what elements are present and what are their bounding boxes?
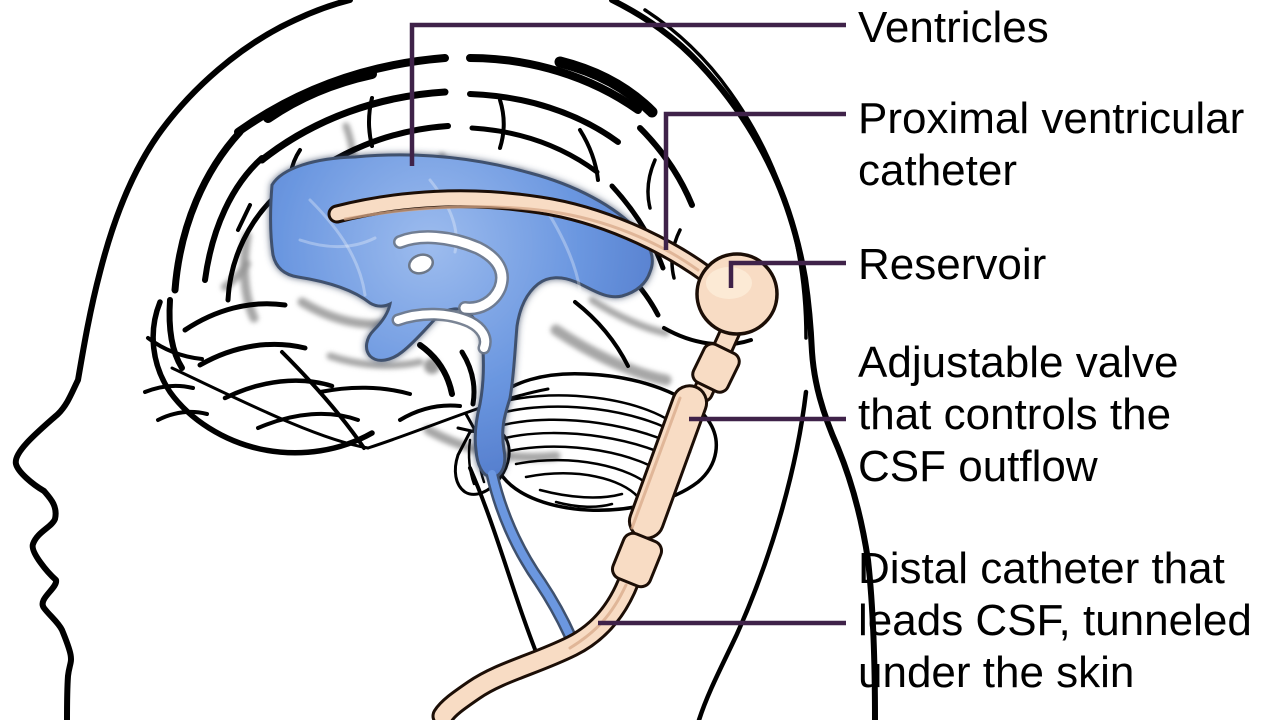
label-reservoir: Reservoir bbox=[858, 240, 1047, 289]
spinal-csf-path bbox=[488, 470, 575, 642]
leader-line-ventricles bbox=[409, 22, 846, 166]
label-adjustable-valve: Adjustable valve that controls the CSF o… bbox=[858, 338, 1179, 491]
leader-line-reservoir bbox=[728, 260, 846, 288]
foramen-cutout bbox=[408, 253, 434, 275]
valve-lower-collar bbox=[610, 531, 664, 589]
thalamus-cutout bbox=[395, 232, 507, 313]
label-ventricles: Ventricles bbox=[858, 3, 1049, 52]
distal-catheter-tube bbox=[434, 563, 641, 720]
leader-lines bbox=[409, 22, 846, 626]
leader-line-proximal-catheter bbox=[663, 111, 846, 250]
ventricular-system bbox=[269, 153, 654, 645]
nape-inner-line bbox=[696, 389, 809, 720]
label-proximal-catheter: Proximal ventricular catheter bbox=[858, 94, 1245, 195]
brainstem-marks bbox=[398, 342, 478, 434]
cranium-back-outline bbox=[609, 0, 878, 720]
head-outline bbox=[12, 0, 878, 720]
label-distal-catheter: Distal catheter that leads CSF, tunneled… bbox=[858, 544, 1252, 697]
petrous-ridge-line bbox=[366, 387, 550, 450]
front-neck-line bbox=[468, 466, 542, 664]
shunt-assembly bbox=[327, 189, 779, 720]
valve-connector-ring bbox=[691, 342, 741, 394]
temporal-lobe-outline bbox=[150, 299, 375, 456]
skull-base-line bbox=[170, 366, 370, 450]
face-profile bbox=[12, 0, 353, 720]
